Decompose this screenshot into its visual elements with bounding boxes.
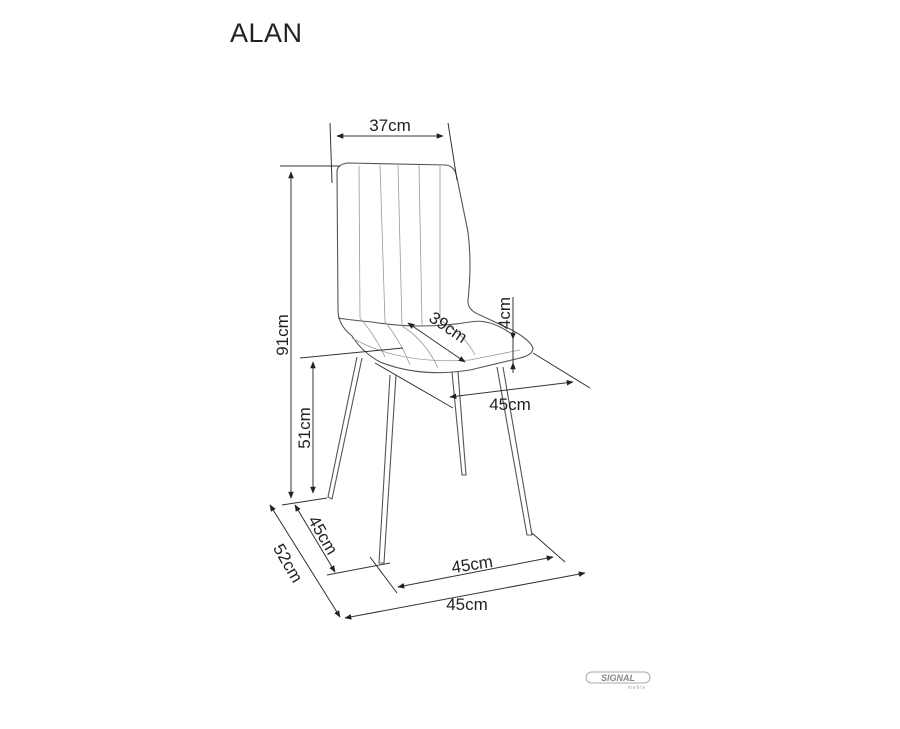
svg-text:51cm: 51cm xyxy=(295,407,314,449)
dimension-total-height: 91cm xyxy=(273,165,340,506)
svg-text:45cm: 45cm xyxy=(304,512,341,558)
chair-outline xyxy=(327,162,534,564)
dimension-seat-width: 45cm xyxy=(374,352,591,414)
svg-text:SIGNAL: SIGNAL xyxy=(601,673,635,683)
svg-text:39cm: 39cm xyxy=(426,308,471,347)
dimension-total-width: 45cm xyxy=(344,571,586,620)
svg-text:meble: meble xyxy=(628,685,647,690)
dimension-base-width: 45cm xyxy=(369,532,566,594)
dimension-backrest-width: 37cm xyxy=(329,116,458,184)
leg xyxy=(496,366,533,536)
svg-text:91cm: 91cm xyxy=(273,314,292,356)
svg-text:45cm: 45cm xyxy=(489,395,531,414)
dimension-seat-height: 51cm xyxy=(295,347,404,494)
leg xyxy=(378,374,397,564)
svg-text:45cm: 45cm xyxy=(450,552,494,577)
signal-logo: SIGNAL meble xyxy=(585,671,651,690)
dimension-seat-depth: 39cm xyxy=(407,308,471,363)
leg xyxy=(451,371,467,476)
svg-text:52cm: 52cm xyxy=(269,540,306,586)
seat-front-edge xyxy=(337,317,514,336)
leg xyxy=(327,356,363,500)
svg-text:4cm: 4cm xyxy=(495,297,514,329)
product-title: ALAN xyxy=(230,18,303,48)
dimension-seat-thickness: 4cm xyxy=(495,297,516,373)
svg-text:45cm: 45cm xyxy=(446,595,488,614)
svg-text:37cm: 37cm xyxy=(369,116,411,135)
